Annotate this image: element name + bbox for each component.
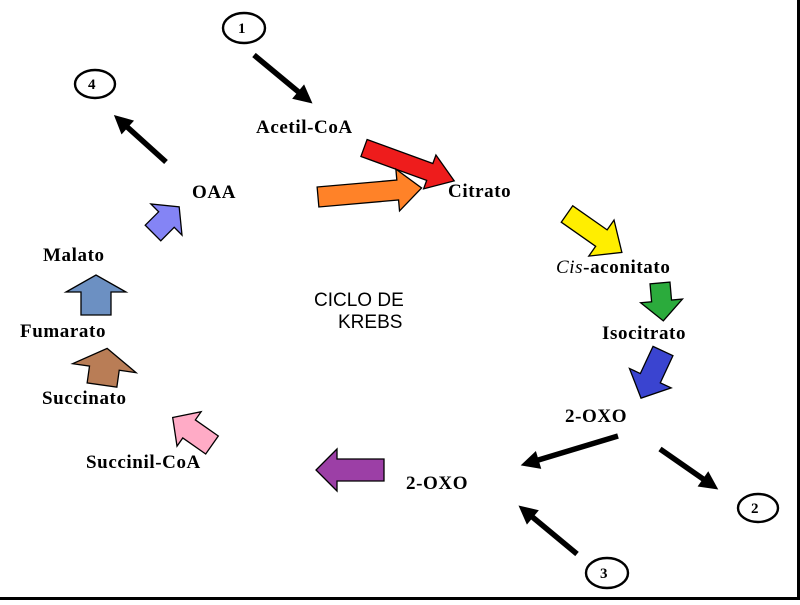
arrow-fumarato-to-malato: [63, 274, 129, 316]
arrow-malato-to-oaa: [144, 203, 183, 242]
arrow-isocitrato-to-2-oxo: [628, 345, 674, 399]
arrow-oaa-to-citrato: [316, 167, 423, 213]
label-2-oxo-lower: 2-OXO: [406, 473, 468, 494]
marker-1: 1: [221, 11, 267, 45]
marker-2: 2: [736, 492, 780, 524]
marker-3: 3: [584, 556, 630, 590]
label-2-oxo-upper: 2-OXO: [565, 406, 627, 427]
label-isocitrato: Isocitrato: [602, 323, 686, 344]
arrow-citrato-to-cis-aconitato: [560, 204, 623, 257]
arrow-marker-1-in: [252, 52, 313, 104]
arrow-marker-2-out: [658, 446, 719, 490]
label-cis-suffix: -aconitato: [583, 257, 670, 278]
arrow-2-oxo-branch: [520, 433, 619, 469]
marker-1-label: 1: [238, 21, 246, 37]
center-label-line-2: KREBS: [338, 312, 402, 333]
label-malato: Malato: [43, 245, 105, 266]
label-cis-prefix: Cis: [556, 257, 583, 278]
arrow-acetil-to-citrato: [360, 138, 456, 190]
label-acetil-coa: Acetil-CoA: [256, 117, 353, 138]
arrow-marker-3-in: [518, 505, 579, 557]
arrow-succinato-to-fumarato: [70, 347, 139, 388]
frame-edge-right: [797, 0, 800, 600]
marker-2-label: 2: [751, 501, 759, 517]
marker-3-label: 3: [600, 566, 608, 582]
label-fumarato: Fumarato: [20, 321, 106, 342]
marker-4: 4: [73, 68, 117, 100]
arrow-2-oxo-to-succinil-coa: [315, 447, 385, 493]
frame-edge-bottom: [0, 597, 800, 600]
label-citrato: Citrato: [448, 181, 511, 202]
label-cis-aconitato: Cis-aconitato: [556, 257, 670, 278]
label-succinil-coa: Succinil-CoA: [86, 452, 201, 473]
center-label-line-1: CICLO DE: [314, 290, 404, 311]
arrow-succinil-to-succinato: [171, 410, 220, 455]
label-oaa: OAA: [192, 182, 236, 203]
marker-4-label: 4: [88, 77, 96, 93]
arrow-marker-4-out: [113, 114, 168, 165]
label-succinato: Succinato: [42, 388, 127, 409]
arrow-cis-to-isocitrato: [638, 281, 685, 322]
